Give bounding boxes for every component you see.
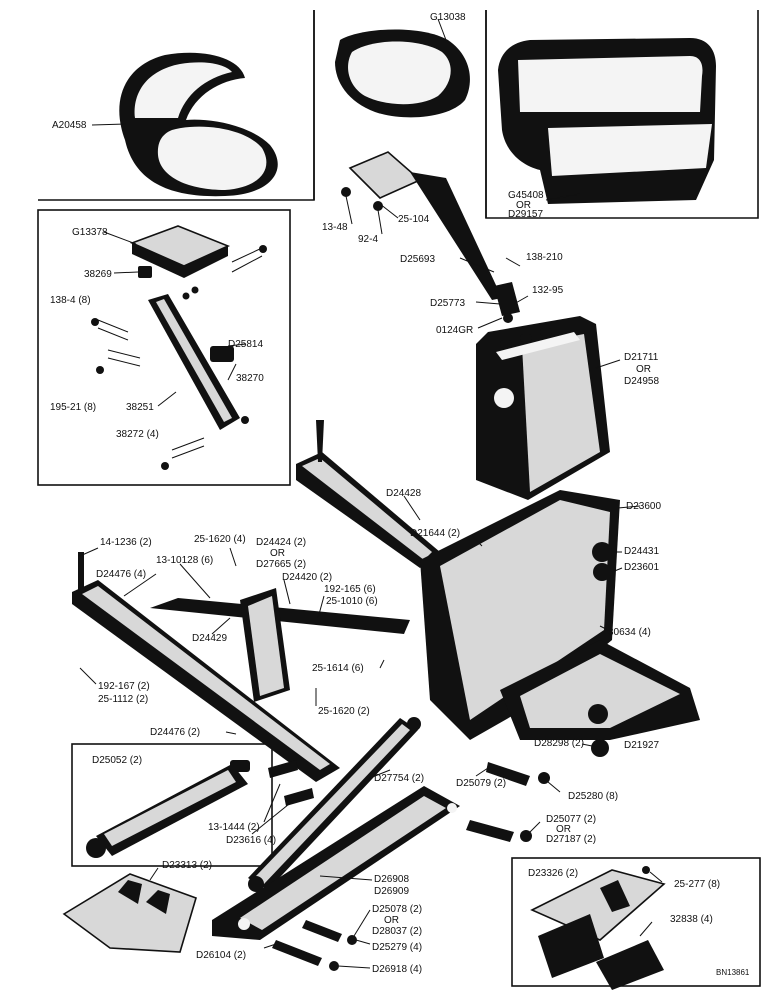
label-d23600: D23600 xyxy=(626,501,661,512)
label-38251: 38251 xyxy=(126,402,154,413)
label-25-1620a: 25-1620 (4) xyxy=(194,534,246,545)
label-d25279: D25279 (4) xyxy=(372,942,422,953)
label-192-165: 192-165 (6) xyxy=(324,584,376,595)
label-d21644: D21644 (2) xyxy=(410,528,460,539)
label-or-4: OR xyxy=(556,824,571,835)
seat-a20458 xyxy=(119,52,278,197)
label-d26909: D26909 xyxy=(374,886,409,897)
label-25-1614: 25-1614 (6) xyxy=(312,663,364,674)
label-d27187: D27187 (2) xyxy=(546,834,596,845)
label-d23326: D23326 (2) xyxy=(528,868,578,879)
label-195-21: 195-21 (8) xyxy=(50,402,96,413)
shields-d23326 xyxy=(530,866,666,990)
label-d25814: D25814 xyxy=(228,339,263,350)
label-132-95: 132-95 xyxy=(532,285,564,296)
label-d24420: D24420 (2) xyxy=(282,572,332,583)
label-d26908: D26908 xyxy=(374,874,409,885)
label-d24428: D24428 xyxy=(386,488,421,499)
label-d27754: D27754 (2) xyxy=(374,773,424,784)
label-92-4: 92-4 xyxy=(358,234,378,245)
label-g13378: G13378 xyxy=(72,227,108,238)
label-13-48: 13-48 xyxy=(322,222,348,233)
cylinder-d27754 xyxy=(248,717,421,892)
label-192-167: 192-167 (2) xyxy=(98,681,150,692)
label-30634: 30634 (4) xyxy=(608,627,651,638)
label-13-10128: 13-10128 (6) xyxy=(156,555,213,566)
label-d24424: D24424 (2) xyxy=(256,537,306,548)
main-frame xyxy=(72,420,700,782)
label-d28037: D28037 (2) xyxy=(372,926,422,937)
label-g13038: G13038 xyxy=(430,12,466,23)
label-d25773: D25773 xyxy=(430,298,465,309)
label-d25077: D25077 (2) xyxy=(546,814,596,825)
label-38269: 38269 xyxy=(84,269,112,280)
label-25-277: 25-277 (8) xyxy=(674,879,720,890)
label-25-104: 25-104 xyxy=(398,214,430,225)
label-d24476a: D24476 (4) xyxy=(96,569,146,580)
drawbar-d26908 xyxy=(212,786,460,940)
label-138-210: 138-210 xyxy=(526,252,563,263)
label-d23616: D23616 (4) xyxy=(226,835,276,846)
label-d24476b: D24476 (2) xyxy=(150,727,200,738)
label-d21711: D21711 xyxy=(624,352,659,363)
seat-hinge-and-spring xyxy=(341,151,520,323)
label-or-1: OR xyxy=(516,200,531,211)
label-25-1112: 25-1112 (2) xyxy=(98,694,148,705)
label-38272: 38272 (4) xyxy=(116,429,159,440)
label-d28298: D28298 (2) xyxy=(534,738,584,749)
leader-lines xyxy=(79,18,663,969)
label-d24958: D24958 xyxy=(624,376,659,387)
frame-shields xyxy=(511,857,761,987)
label-a20458: A20458 xyxy=(52,120,87,131)
cylinder-d25052 xyxy=(86,760,250,858)
label-25-1620b: 25-1620 (2) xyxy=(318,706,370,717)
label-d21927: D21927 xyxy=(624,740,659,751)
label-d23313: D23313 (2) xyxy=(162,860,212,871)
frame-seat-bracket xyxy=(37,209,291,486)
part-labels: A20458 G13038 G45408 OR D29157 13-48 92-… xyxy=(50,12,750,977)
panel-frames xyxy=(37,10,761,987)
frame-seat-g45408 xyxy=(485,10,759,219)
drawing-number: BN13861 xyxy=(716,968,750,977)
label-or-3: OR xyxy=(270,548,285,559)
label-38270: 38270 xyxy=(236,373,264,384)
label-13-1444: 13-1444 (2) xyxy=(208,822,260,833)
label-d25078: D25078 (2) xyxy=(372,904,422,915)
label-d26918: D26918 (4) xyxy=(372,964,422,975)
label-or-5: OR xyxy=(384,915,399,926)
label-14-1236: 14-1236 (2) xyxy=(100,537,152,548)
label-d27665: D27665 (2) xyxy=(256,559,306,570)
label-d25693: D25693 xyxy=(400,254,435,265)
label-or-2: OR xyxy=(636,364,651,375)
label-32838: 32838 (4) xyxy=(670,914,713,925)
frame-cylinder xyxy=(71,743,273,867)
label-d24431: D24431 xyxy=(624,546,659,557)
plate-d23313 xyxy=(62,873,197,953)
label-d23601: D23601 xyxy=(624,562,659,573)
seat-support-d21711 xyxy=(476,316,610,500)
seat-g13038 xyxy=(335,29,470,118)
label-d25052: D25052 (2) xyxy=(92,755,142,766)
label-138-4: 138-4 (8) xyxy=(50,295,91,306)
label-d29157: D29157 xyxy=(508,209,543,220)
label-g45408: G45408 xyxy=(508,190,544,201)
label-d24429: D24429 xyxy=(192,633,227,644)
seat-g45408 xyxy=(498,38,716,204)
label-d26104: D26104 (2) xyxy=(196,950,246,961)
label-0124gr: 0124GR xyxy=(436,325,473,336)
label-d25079: D25079 (2) xyxy=(456,778,506,789)
label-d25280: D25280 (8) xyxy=(568,791,618,802)
seat-bracket-assembly xyxy=(91,225,267,470)
label-25-1010: 25-1010 (6) xyxy=(326,596,378,607)
